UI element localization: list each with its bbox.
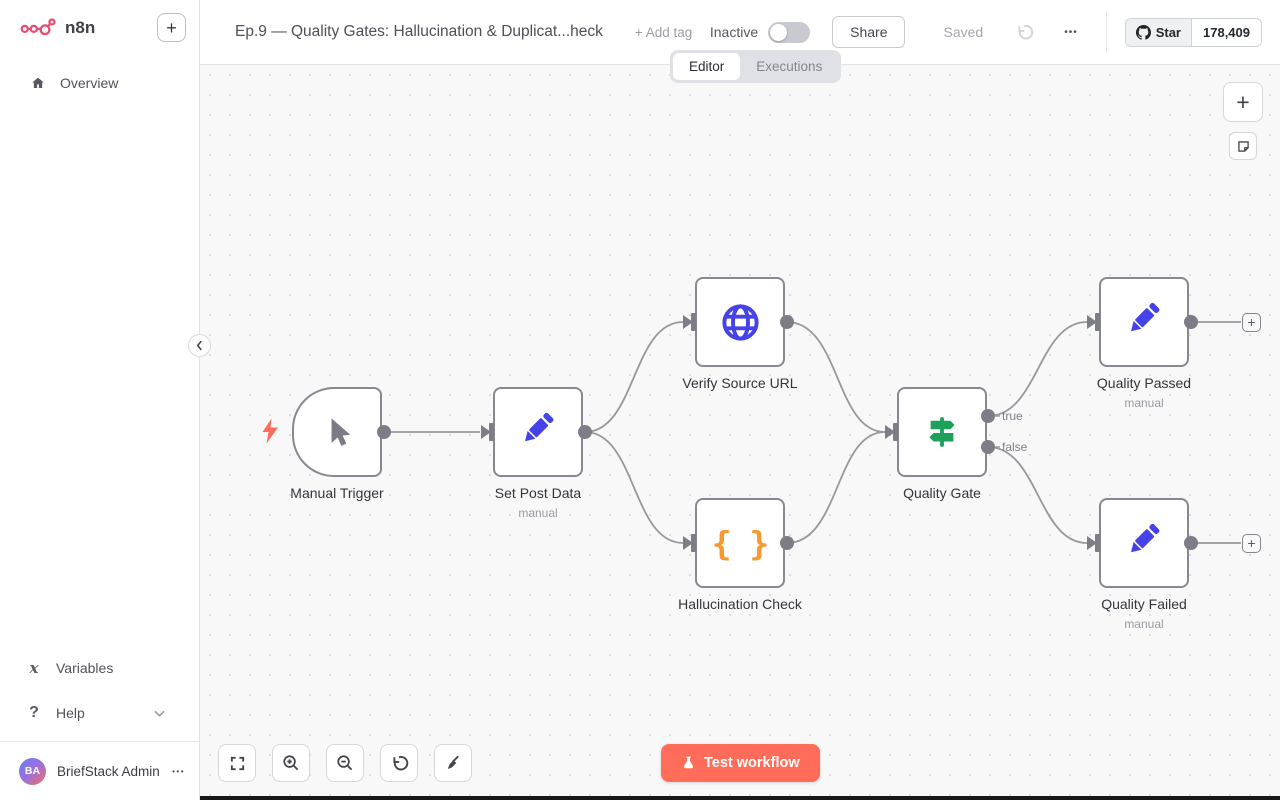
plus-icon: + (1236, 88, 1250, 115)
workflow-title[interactable]: Ep.9 — Quality Gates: Hallucination & Du… (235, 23, 603, 40)
github-star-label: Star (1155, 24, 1181, 40)
signpost-icon (929, 417, 955, 447)
branch-label-false: false (1002, 440, 1028, 454)
add-sticky-note-button[interactable] (1229, 132, 1257, 160)
saved-status: Saved (943, 24, 984, 40)
node-quality-gate[interactable]: Quality Gate (897, 387, 987, 501)
reset-zoom-button[interactable] (380, 744, 418, 782)
fit-view-button[interactable] (218, 744, 256, 782)
user-menu[interactable]: BA BriefStack Admin ••• (0, 741, 199, 800)
sidebar-item-overview[interactable]: Overview (0, 70, 199, 96)
toggle-knob (770, 23, 788, 41)
pencil-icon (1131, 523, 1160, 553)
plus-icon: + (1247, 535, 1256, 551)
node-label: Quality Passed (1096, 375, 1192, 391)
node-subtitle: manual (1124, 396, 1164, 410)
home-icon (30, 75, 46, 92)
header-divider (1105, 11, 1107, 53)
node-label: Hallucination Check (678, 596, 802, 612)
sidebar-item-label: Help (56, 705, 85, 721)
pencil-icon (525, 412, 554, 442)
workflow-menu-icon[interactable]: ••• (1064, 26, 1078, 38)
view-tabs: Editor Executions (670, 50, 842, 83)
node-label: Set Post Data (494, 485, 582, 501)
zoom-out-button[interactable] (326, 744, 364, 782)
cursor-icon (331, 418, 351, 446)
user-options-icon[interactable]: ••• (172, 766, 185, 776)
main-area: Ep.9 — Quality Gates: Hallucination & Du… (188, 0, 1280, 800)
node-subtitle: manual (518, 506, 558, 520)
add-node-button[interactable]: + (1223, 82, 1263, 122)
sidebar-item-label: Variables (56, 660, 114, 676)
pencil-icon (1131, 302, 1160, 332)
chevron-left-icon (196, 340, 202, 351)
add-node-after-quality-passed-button[interactable]: + (1242, 313, 1261, 332)
github-icon (1135, 24, 1151, 40)
node-quality-passed[interactable]: Quality Passed manual (1097, 277, 1191, 410)
add-workflow-button[interactable]: + (157, 13, 186, 42)
test-workflow-label: Test workflow (704, 755, 800, 771)
brand-name: n8n (65, 17, 96, 37)
add-node-after-quality-failed-button[interactable]: + (1242, 534, 1261, 553)
sidebar-item-help[interactable]: ? Help (0, 700, 199, 726)
sticky-note-icon (1237, 140, 1249, 152)
code-braces-icon: { } (711, 523, 770, 563)
activation-toggle[interactable] (768, 21, 811, 43)
bottom-strip (200, 796, 1280, 800)
sidebar-item-variables[interactable]: x Variables (0, 655, 199, 681)
test-workflow-button[interactable]: Test workflow (661, 744, 820, 782)
node-set-post-data[interactable]: Set Post Data manual (493, 387, 583, 520)
tab-editor[interactable]: Editor (673, 53, 741, 80)
tab-executions[interactable]: Executions (756, 59, 823, 74)
github-star-widget[interactable]: Star 178,409 (1124, 17, 1262, 47)
variables-icon: x (29, 659, 39, 677)
activation-status-label: Inactive (709, 24, 759, 40)
globe-icon (721, 303, 759, 341)
n8n-logo-icon (20, 15, 58, 41)
node-label: Verify Source URL (682, 375, 798, 391)
plus-icon: + (1247, 314, 1256, 330)
plus-icon: + (166, 17, 177, 38)
node-subtitle: manual (1124, 617, 1164, 631)
workflow-canvas[interactable]: Manual Trigger Set Post Data manual (200, 65, 1280, 800)
node-hallucination-check[interactable]: { } Hallucination Check (678, 498, 802, 612)
share-button[interactable]: Share (832, 16, 906, 48)
node-label: Quality Gate (903, 485, 981, 501)
sidebar-item-label: Overview (60, 75, 119, 91)
node-label: Quality Failed (1101, 596, 1187, 612)
flask-icon (684, 756, 693, 769)
history-icon[interactable] (1015, 23, 1034, 42)
trigger-bolt-icon (262, 418, 279, 449)
zoom-in-icon (283, 755, 299, 771)
branch-label-true: true (1002, 409, 1023, 423)
node-quality-failed[interactable]: Quality Failed manual (1099, 498, 1189, 631)
node-label: Manual Trigger (290, 485, 384, 501)
sidebar: n8n + Overview x Variables ? Help (0, 0, 200, 800)
tidy-up-button[interactable] (434, 744, 472, 782)
help-icon: ? (29, 704, 39, 721)
github-star-count: 178,409 (1191, 18, 1261, 46)
zoom-in-button[interactable] (272, 744, 310, 782)
fit-view-icon (230, 756, 244, 770)
sidebar-collapse-button[interactable] (188, 334, 211, 357)
tidy-up-icon (447, 755, 459, 769)
zoom-out-icon (337, 755, 353, 771)
undo-icon (392, 755, 408, 770)
n8n-logo[interactable]: n8n (20, 15, 95, 41)
node-verify-source-url[interactable]: Verify Source URL (682, 277, 798, 391)
add-tag-button[interactable]: + Add tag (634, 24, 693, 40)
node-manual-trigger[interactable]: Manual Trigger (290, 387, 384, 501)
avatar: BA (19, 757, 46, 785)
chevron-down-icon (154, 710, 165, 717)
user-name: BriefStack Admin (57, 763, 160, 779)
